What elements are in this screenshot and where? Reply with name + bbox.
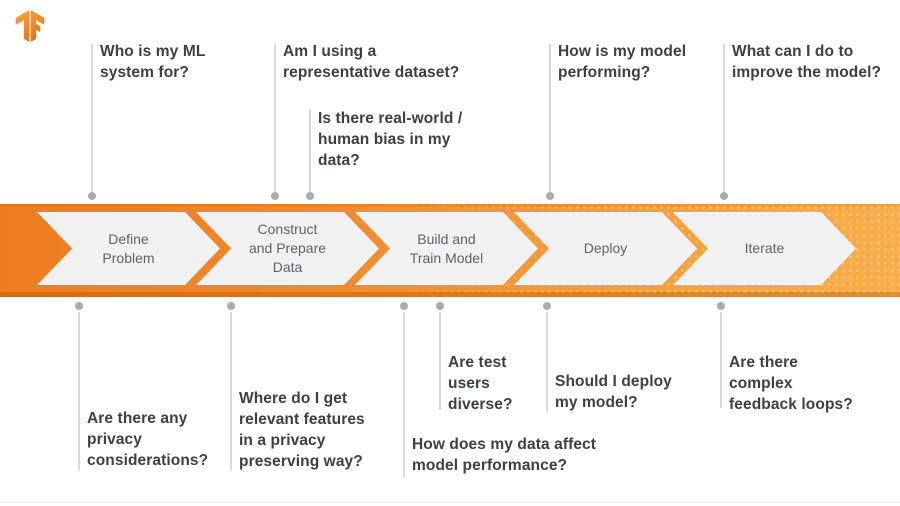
question-bottom-3: How does my data affect model performanc… (412, 436, 597, 474)
tensorflow-logo-icon (15, 10, 45, 42)
question-top-4: How is my model performing? (558, 43, 687, 81)
question-top-1: Who is my ML system for? (100, 43, 206, 81)
connector-line (439, 312, 441, 410)
connector-dot (227, 302, 235, 310)
question-bottom-5: Should I deploy my model? (555, 373, 672, 411)
connector-dot (546, 192, 554, 200)
connector-line (274, 44, 276, 196)
stage-label: Define Problem (102, 230, 155, 266)
connector-line (78, 312, 80, 470)
connector-dot (543, 302, 551, 310)
connector-dot (75, 302, 83, 310)
question-top-2: Am I using a representative dataset? (283, 43, 460, 81)
connector-dot (717, 302, 725, 310)
connector-line (549, 44, 551, 196)
connector-dot (436, 302, 444, 310)
connector-line (720, 312, 722, 408)
connector-dot (271, 192, 279, 200)
question-top-5: What can I do to improve the model? (732, 43, 882, 81)
connector-line (403, 312, 405, 478)
stage-define-problem: Define Problem (37, 212, 220, 285)
connector-line (91, 44, 93, 196)
stage-label: Deploy (583, 240, 628, 256)
connector-line (546, 312, 548, 412)
connector-dot (400, 302, 408, 310)
question-bottom-1: Are there any privacy considerations? (87, 410, 209, 469)
question-bottom-6: Are there complex feedback loops? (729, 354, 853, 413)
connector-dot (306, 192, 314, 200)
page-bottom-divider (0, 502, 900, 503)
connector-line (230, 312, 232, 470)
stage-label: Iterate (744, 240, 785, 256)
stage-label: Build and Train Model (409, 230, 484, 266)
stage-label: Construct and Prepare Data (248, 221, 327, 275)
question-top-3: Is there real-world / human bias in my d… (318, 110, 463, 169)
connector-line (309, 110, 311, 196)
connector-dot (88, 192, 96, 200)
question-bottom-4: Are test users diverse? (448, 354, 513, 413)
banner-top-shade (0, 204, 900, 207)
banner-bottom-shade (0, 292, 900, 297)
connector-line (723, 44, 725, 196)
question-bottom-2: Where do I get relevant features in a pr… (239, 390, 365, 470)
connector-dot (720, 192, 728, 200)
